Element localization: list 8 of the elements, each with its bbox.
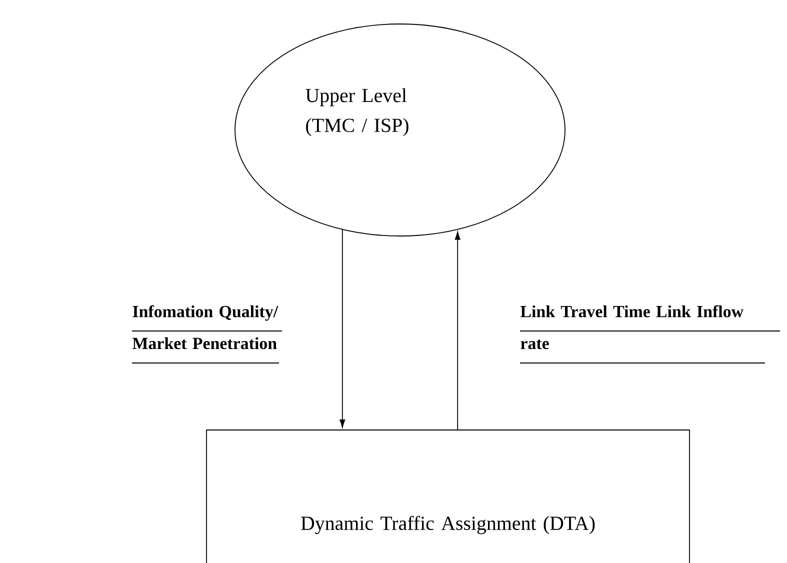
node-text: Dynamic Traffic Assignment (DTA) [301, 516, 595, 534]
process-box [206, 430, 690, 563]
node-text: Upper Level (TMC / ISP) [306, 88, 408, 136]
arrow [454, 232, 460, 430]
edge-label: Infomation Quality/ Market Penetration [132, 305, 282, 364]
arrow [340, 229, 346, 428]
ellipse-node [234, 24, 566, 236]
edge-label: Link Travel Time Link Inflow rate [520, 305, 780, 364]
